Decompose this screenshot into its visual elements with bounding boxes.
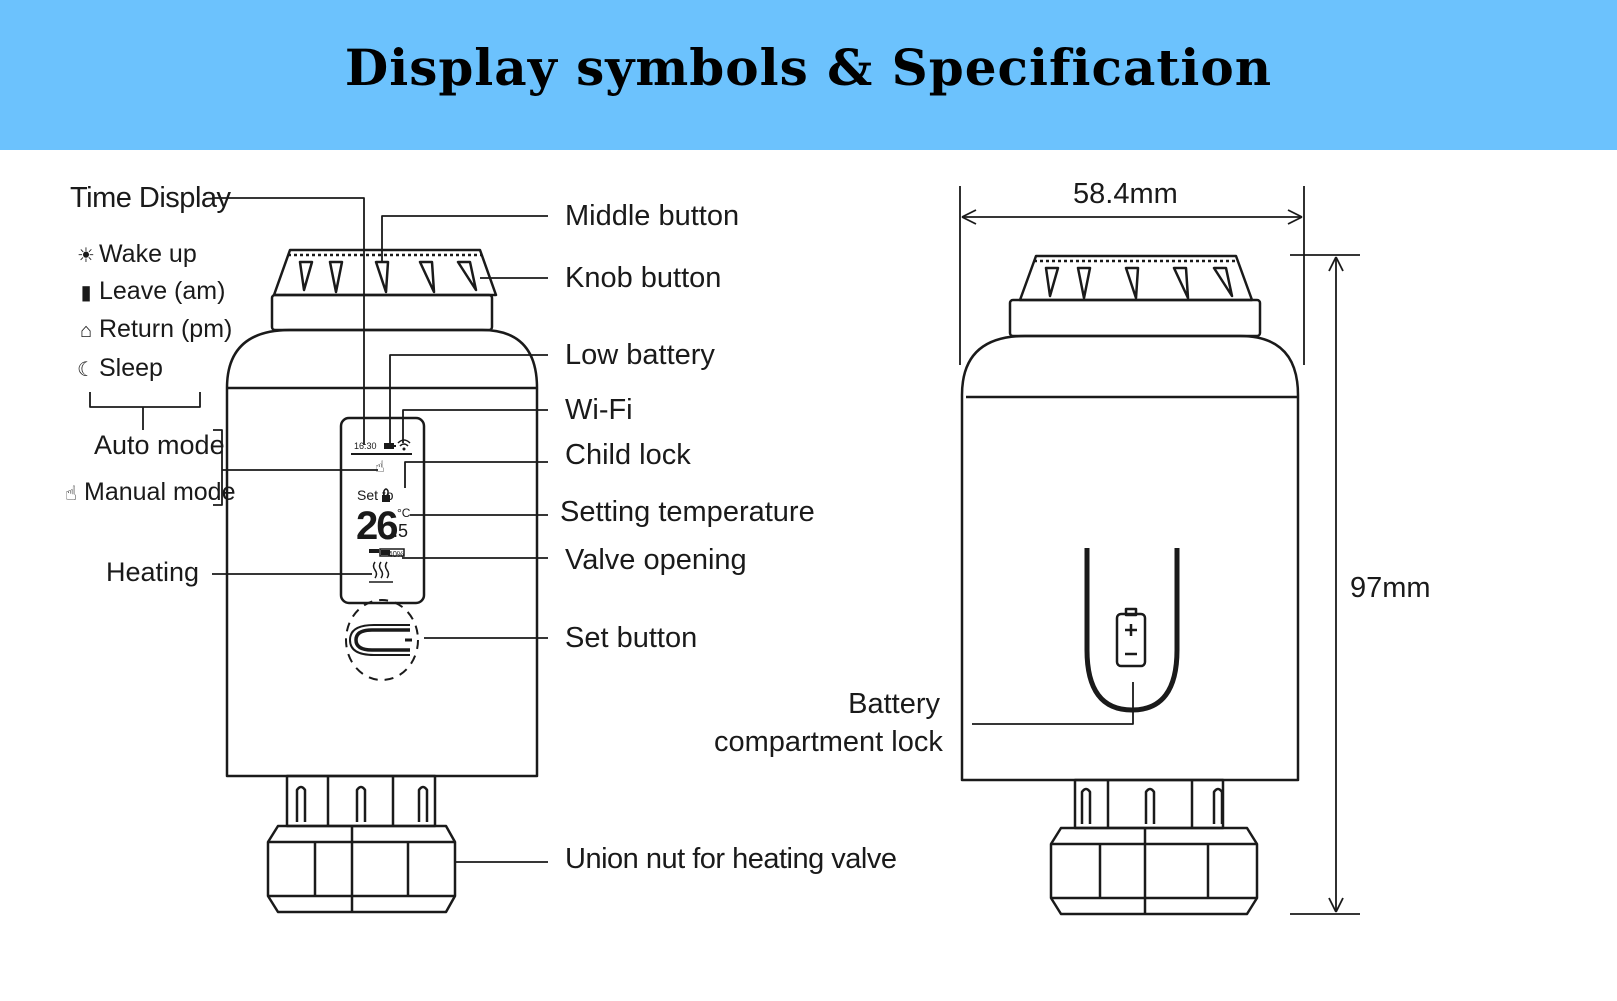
door-icon: ▮ <box>80 282 92 304</box>
label-middle-button: Middle button <box>565 200 740 232</box>
screen-wifi-icon <box>397 439 411 447</box>
knob-ridges <box>298 260 478 294</box>
label-auto-mode: Auto mode <box>94 430 225 460</box>
label-manual-row: ☝ Manual mode <box>60 478 236 506</box>
label-set-button: Set button <box>565 622 698 654</box>
sun-icon: ☀ <box>77 245 95 267</box>
screen-temp-decimal: .5 <box>393 521 409 541</box>
set-button-ring <box>345 599 419 681</box>
house-icon: ⌂ <box>79 320 93 342</box>
screen-valve-percent: 40% <box>388 550 405 559</box>
screen-heating-icon <box>372 561 390 579</box>
label-return-row: ⌂ Return (pm) <box>75 317 232 342</box>
label-compartment-lock: compartment lock <box>714 726 943 758</box>
dimension-width: 58.4mm <box>1073 178 1178 210</box>
label-sleep-row: ☾Sleep <box>75 356 163 381</box>
union-nut-shape <box>266 824 457 914</box>
battery-latch <box>1084 548 1180 713</box>
screen-temp-unit: °C <box>397 506 411 520</box>
right-body <box>960 334 1300 782</box>
screen-time: 16:30 <box>354 441 377 451</box>
lcd-screen-frame <box>339 416 426 605</box>
label-wake-up: Wake up <box>99 240 197 268</box>
label-setting-temperature: Setting temperature <box>560 496 815 528</box>
right-device <box>960 254 1300 916</box>
callout-lines <box>89 197 548 863</box>
label-wifi: Wi-Fi <box>565 394 633 426</box>
screen-set-to: Set to <box>357 487 394 503</box>
page-title: Display symbols & Specification <box>344 38 1273 97</box>
label-wake-up-row: ☀Wake up <box>75 242 197 267</box>
valve-neck <box>285 774 437 828</box>
hand-icon: ☝ <box>64 483 78 505</box>
right-valve-neck <box>1073 778 1225 830</box>
label-low-battery: Low battery <box>565 339 715 371</box>
moon-icon: ☾ <box>77 359 95 381</box>
label-battery: Battery <box>848 688 940 720</box>
knob-base <box>270 293 494 332</box>
screen-hand-icon: ☝ <box>375 459 385 476</box>
dimension-lines <box>959 186 1360 915</box>
label-knob-button: Knob button <box>565 262 722 294</box>
left-body <box>225 328 539 778</box>
label-manual-mode: Manual mode <box>84 478 236 506</box>
label-union-nut: Union nut for heating valve <box>565 843 897 875</box>
battery-icon <box>1115 612 1147 668</box>
right-knob-base <box>1008 298 1262 338</box>
right-union-nut <box>1049 826 1259 916</box>
screen-battery-icon <box>384 443 394 449</box>
screen-temperature: 26 <box>356 504 398 548</box>
label-child-lock: Child lock <box>565 439 691 471</box>
label-heating: Heating <box>106 557 200 587</box>
label-return-pm: Return (pm) <box>99 315 233 343</box>
left-device <box>225 248 539 914</box>
label-leave-am: Leave (am) <box>99 277 226 305</box>
label-leave-row: ▮ Leave (am) <box>75 279 225 304</box>
screen-lock-icon <box>382 495 390 502</box>
label-valve-opening: Valve opening <box>565 544 747 576</box>
label-sleep: Sleep <box>99 354 163 382</box>
dimension-height: 97mm <box>1350 572 1431 604</box>
set-button-shape <box>354 628 410 652</box>
label-time-display: Time Display <box>70 182 231 214</box>
title-banner: Display symbols & Specification <box>0 0 1617 150</box>
